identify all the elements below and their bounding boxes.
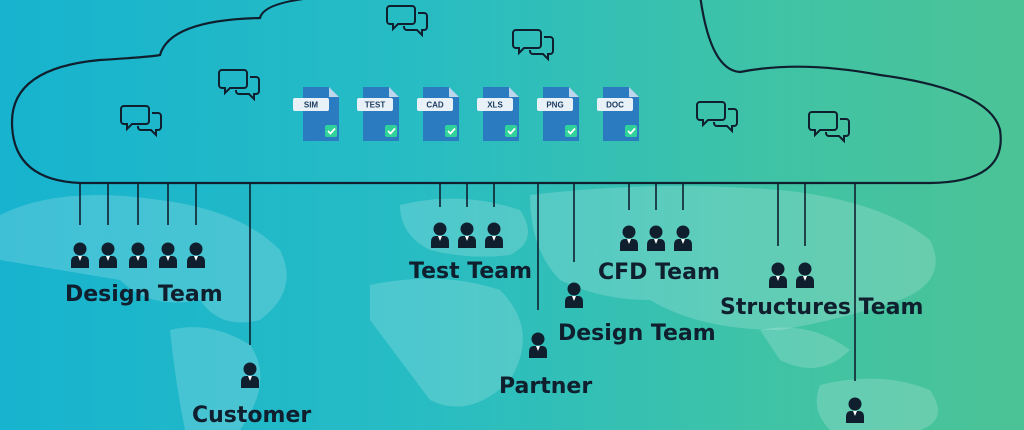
file-icon[interactable]: DOC	[597, 87, 639, 141]
chat-bubbles-icon	[120, 105, 162, 136]
file-icon[interactable]: TEST	[357, 87, 399, 141]
chat-bubbles-icon	[696, 101, 738, 132]
test-team-label: Test Team	[409, 259, 533, 284]
cfd-team-label: CFD Team	[598, 260, 720, 285]
file-icon[interactable]: CAD	[417, 87, 459, 141]
design-team-label: Design Team	[65, 282, 223, 307]
file-label: TEST	[365, 101, 386, 110]
file-label: DOC	[606, 101, 624, 110]
connector-lines	[79, 183, 856, 381]
file-label: PNG	[546, 101, 563, 110]
customer-label: Customer	[192, 403, 312, 428]
chat-bubbles-icon	[386, 5, 428, 36]
cloud-outline	[10, 0, 1002, 185]
file-icon[interactable]: SIM	[293, 87, 339, 141]
file-label: XLS	[487, 101, 503, 110]
file-icons: SIM TEST CAD XLS	[293, 87, 639, 141]
structures-team-label: Structures Team	[720, 295, 924, 320]
partner-label: Partner	[499, 374, 593, 399]
file-label: CAD	[426, 101, 444, 110]
file-icon[interactable]: XLS	[477, 87, 519, 141]
chat-bubbles-icon	[808, 111, 850, 142]
partner-person-icon	[529, 332, 547, 358]
file-label: SIM	[304, 101, 319, 110]
chat-bubbles-icon	[512, 29, 554, 60]
design-team-2-label: Design Team	[558, 321, 716, 346]
file-icon[interactable]: PNG	[537, 87, 579, 141]
chat-bubbles-icon	[218, 69, 260, 100]
